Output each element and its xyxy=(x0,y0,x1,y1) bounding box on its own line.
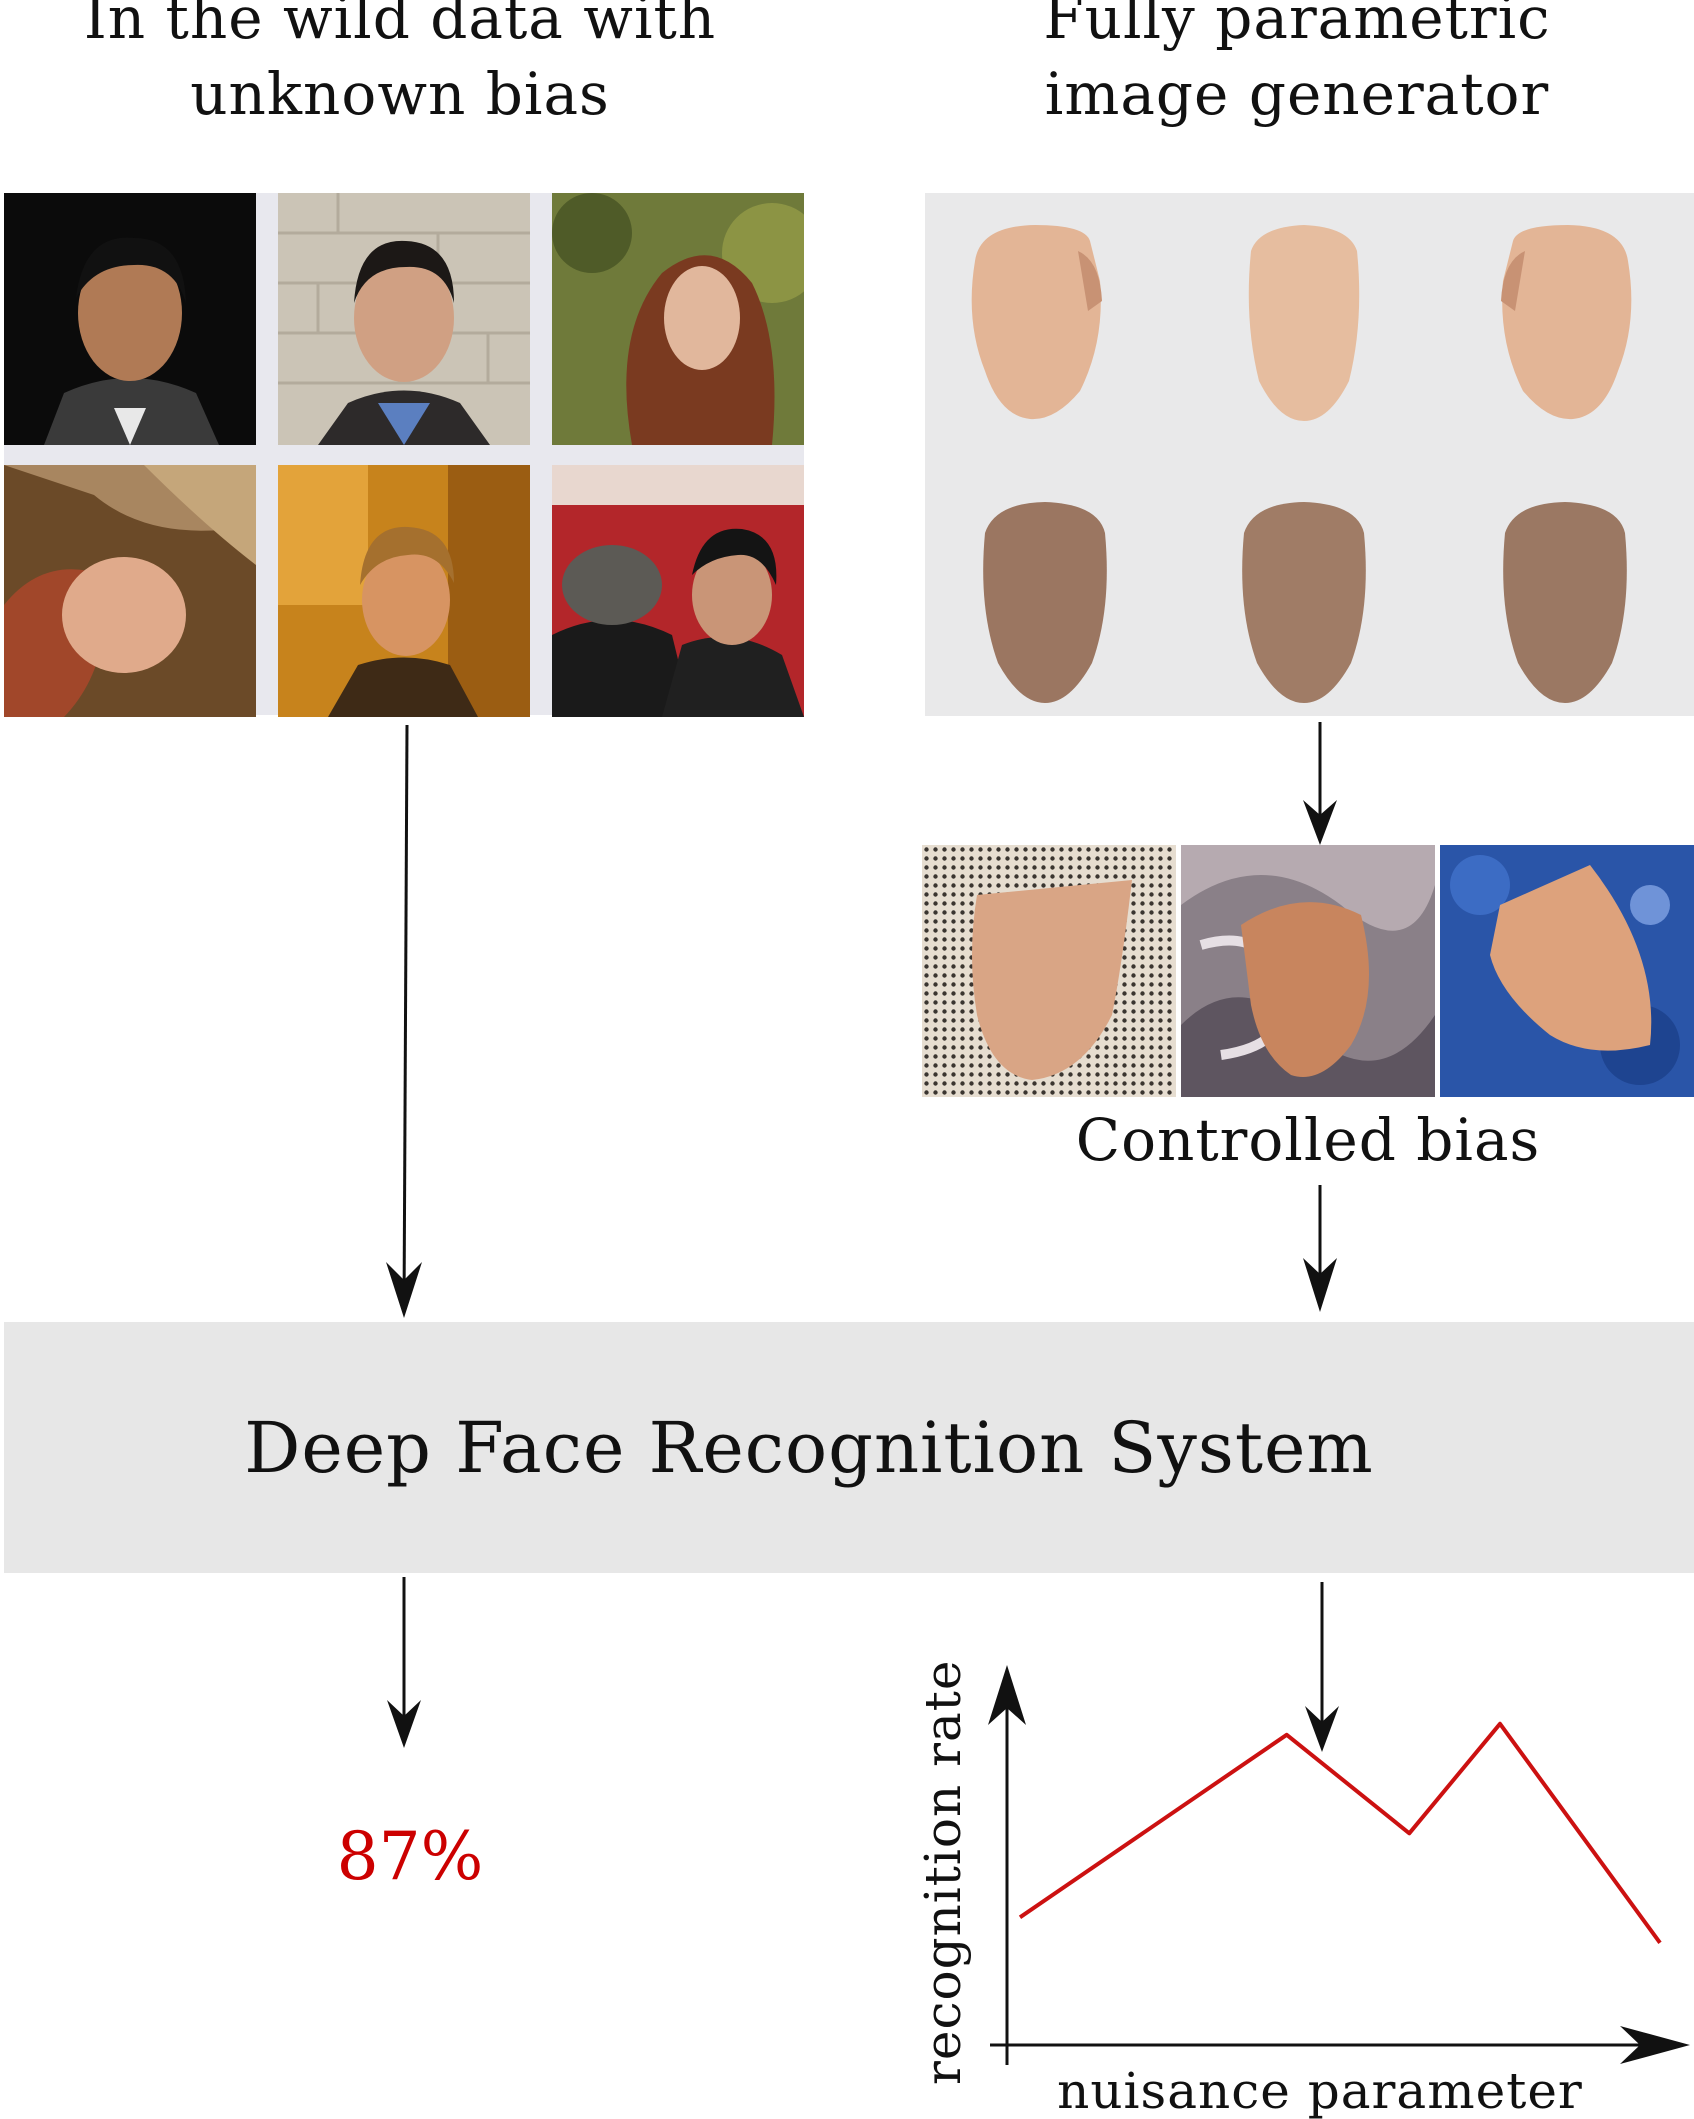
wild-photo-3 xyxy=(552,193,804,445)
recognition-rate-chart: recognition rate nuisance parameter xyxy=(914,1660,1690,2119)
bias-example-dotted-background xyxy=(922,845,1176,1097)
synthetic-face-3 xyxy=(1501,225,1632,420)
synthetic-face-1 xyxy=(971,225,1102,420)
heading-line-1: Fully parametric xyxy=(1043,0,1551,52)
down-arrow-icon xyxy=(1303,722,1337,845)
bias-example-swirl-background xyxy=(1181,845,1435,1097)
recognition-rate-series-line xyxy=(1018,1721,1662,1944)
parametric-generator-heading: Fully parametric image generator xyxy=(900,0,1694,132)
down-arrow-icon xyxy=(1305,1582,1339,1752)
wild-photo-6 xyxy=(552,465,804,717)
chart-y-axis-label: recognition rate xyxy=(914,1660,972,2085)
wild-photo-4 xyxy=(4,465,256,717)
synthetic-face-4 xyxy=(983,502,1107,703)
heading-line-2: unknown bias xyxy=(190,60,610,128)
wild-photo-5 xyxy=(278,465,530,717)
x-axis-arrowhead xyxy=(1620,2026,1690,2064)
wild-photo-1 xyxy=(4,193,256,445)
controlled-bias-label: Controlled bias xyxy=(1075,1106,1541,1174)
down-arrow-icon xyxy=(387,1577,421,1748)
down-arrow-icon xyxy=(1303,1185,1337,1312)
deep-face-recognition-system-box: Deep Face Recognition System xyxy=(4,1322,1694,1573)
controlled-bias-examples xyxy=(922,845,1694,1097)
synthetic-face-6 xyxy=(1503,502,1627,703)
heading-line-1: In the wild data with xyxy=(83,0,717,52)
parametric-generator-panel xyxy=(925,193,1694,716)
y-axis-arrowhead xyxy=(988,1665,1026,1725)
wild-photo-2 xyxy=(278,193,530,445)
bias-example-blue-background xyxy=(1440,845,1694,1097)
recognition-accuracy-value: 87% xyxy=(336,1818,484,1895)
down-arrow-icon xyxy=(386,724,422,1318)
heading-line-2: image generator xyxy=(1044,60,1550,128)
chart-x-axis-label: nuisance parameter xyxy=(1057,2062,1583,2119)
synthetic-face-2 xyxy=(1248,225,1360,421)
in-the-wild-heading: In the wild data with unknown bias xyxy=(0,0,800,132)
system-label: Deep Face Recognition System xyxy=(244,1406,1374,1489)
synthetic-face-5 xyxy=(1242,502,1366,703)
in-the-wild-photo-grid xyxy=(4,193,804,717)
